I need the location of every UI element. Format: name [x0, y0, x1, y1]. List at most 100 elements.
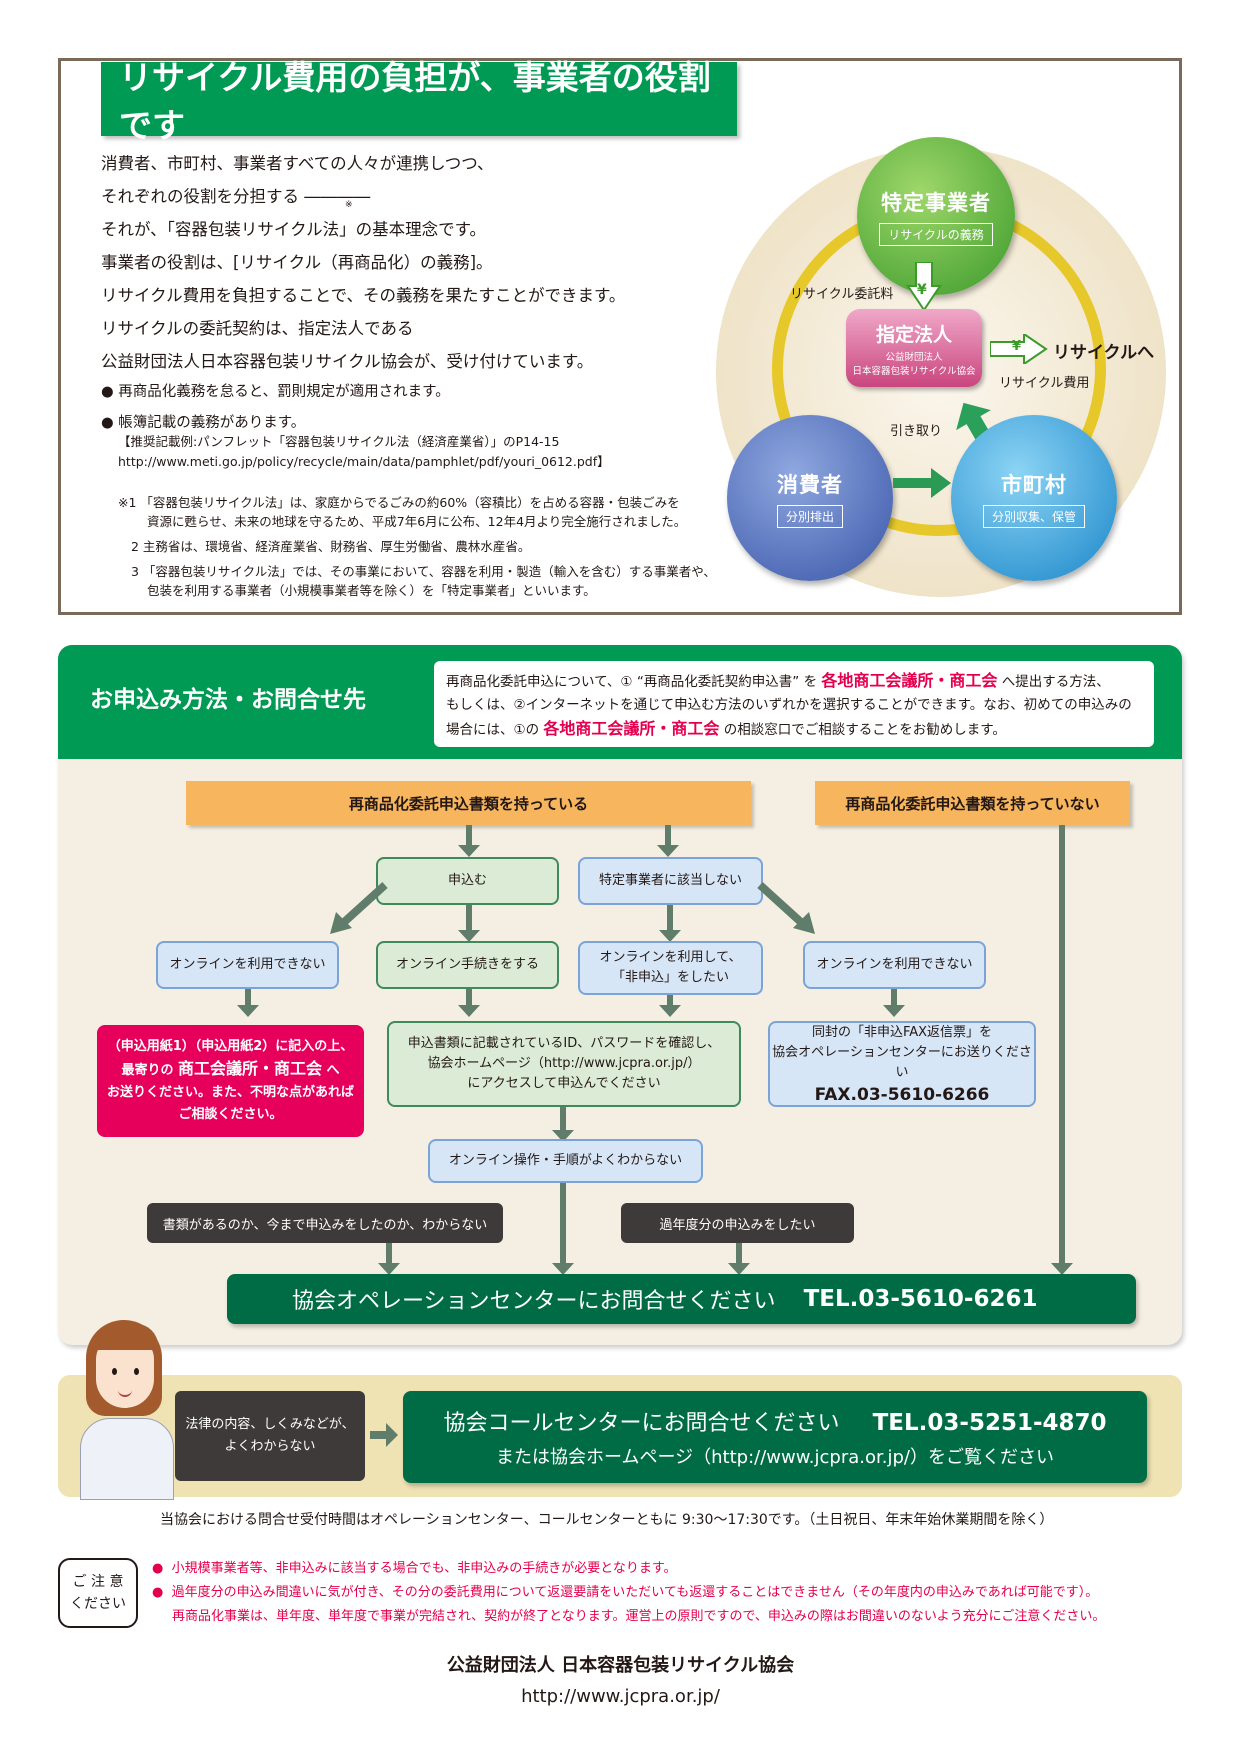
person-illustration	[80, 1318, 174, 1500]
intro-line: リサイクル費用を負担することで、その義務を果たすことができます。	[101, 286, 626, 305]
box-line: 協会ホームページ（http://www.jcpra.or.jp/）	[427, 1056, 701, 1071]
node-tag: リサイクルの義務	[879, 222, 993, 246]
box-line: お送りください。また、不明な点があれば	[106, 1085, 354, 1100]
call-text: 協会コールセンターにお問合せください	[443, 1411, 840, 1436]
consumer-node: 消費者 分別排出	[727, 415, 893, 581]
unknown-status-box: 書類があるのか、今まで申込みをしたのか、わからない	[147, 1203, 503, 1243]
flow-arrow	[237, 989, 259, 1017]
box-line: オンラインを利用して、	[599, 950, 742, 965]
paper-application-box: （申込用紙1）（申込用紙2）に記入の上、 最寄りの 商工会議所・商工会 へ お送…	[97, 1025, 364, 1137]
fee-label: リサイクル委託料	[790, 287, 894, 302]
flow-arrow	[458, 989, 480, 1017]
designated-corporation-node: 指定法人 公益財団法人 日本容器包装リサイクル協会	[846, 309, 982, 387]
specified-business-node: 特定事業者 リサイクルの義務	[857, 137, 1015, 295]
online-non-application-box: オンラインを利用して、 「非申込」をしたい	[578, 941, 763, 995]
call-phone[interactable]: TEL.03-5251-4870	[872, 1410, 1107, 1436]
flow-arrow	[659, 995, 681, 1017]
footnote-3b: 包装を利用する事業者（小規模事業者等を除く）を「特定事業者」といいます。	[147, 583, 596, 598]
online-unavailable-box: オンラインを利用できない	[156, 941, 339, 989]
panel-title: お申込み方法・お問合せ先	[90, 687, 366, 713]
caution-item: ● 小規模事業者等、非申込みに該当する場合でも、非申込みの手続きが必要となります…	[152, 1561, 677, 1576]
yen-icon: ¥	[917, 282, 927, 298]
homepage-link[interactable]: または協会ホームページ（http://www.jcpra.or.jp/）をご覧く…	[496, 1447, 1054, 1468]
footnote-2: 2 主務省は、環境省、経済産業省、財務省、厚生労働省、農林水産省。	[131, 539, 531, 554]
intro-line: リサイクルの委託契約は、指定法人である	[101, 319, 414, 338]
flow-arrow	[552, 1183, 574, 1275]
intro-line: それぞれの役割を分担する ――――	[101, 187, 371, 206]
intro-line-text: それが、「容器包装リサイクル法」の基本理念です。	[101, 220, 486, 239]
pickup-label: 引き取り	[890, 424, 943, 439]
box-line: よくわからない	[224, 1439, 316, 1454]
application-note: 再商品化委託申込について、① “再商品化委託契約申込書” を 各地商工会議所・商…	[434, 661, 1154, 747]
footnote-1b: 資源に甦らせ、未来の地球を守るため、平成7年6月に公布、12年4月より完全施行さ…	[147, 514, 687, 529]
yen-icon: ¥	[1012, 339, 1022, 354]
node-title: 市町村	[1001, 472, 1067, 497]
flow-arrow	[458, 825, 480, 857]
ledger-url: http://www.meti.go.jp/policy/recycle/mai…	[118, 454, 610, 469]
right-arrow-icon	[370, 1423, 398, 1447]
flow-arrow	[659, 905, 681, 942]
law-question-box: 法律の内容、しくみなどが、 よくわからない	[175, 1391, 365, 1481]
node-tag: 分別収集、保管	[982, 504, 1085, 528]
note-text: へ提出する方法、	[1001, 674, 1110, 690]
operation-center-bar: 協会オペレーションセンターにお問合せください TEL.03-5610-6261	[227, 1274, 1136, 1324]
fax-number: FAX.03-5610-6266	[814, 1085, 990, 1105]
office-hours: 当協会における問合せ受付時間はオペレーションセンター、コールセンターともに 9:…	[160, 1512, 1054, 1528]
note-text: もしくは、②インターネットを通じて申込む方法のいずれかを選択することができます。…	[446, 697, 1132, 713]
flow-arrow	[378, 1243, 400, 1275]
fax-box: 同封の「非申込FAX返信票」を 協会オペレーションセンターにお送りください FA…	[768, 1021, 1036, 1107]
node-title: 特定事業者	[881, 190, 991, 215]
right-arrow-icon	[893, 468, 951, 498]
box-line: 最寄りの 商工会議所・商工会 へ	[121, 1058, 339, 1082]
badge-line: ご 注 意	[72, 1574, 124, 1590]
box-line: 「非申込」をしたい	[611, 970, 729, 985]
box-text: 最寄りの	[121, 1063, 178, 1078]
online-unavailable-box-2: オンラインを利用できない	[803, 941, 986, 989]
chamber-highlight: 各地商工会議所・商工会	[543, 719, 720, 738]
op-text: 協会オペレーションセンターにお問合せください	[292, 1289, 776, 1314]
footer-url[interactable]: http://www.jcpra.or.jp/	[521, 1686, 720, 1707]
flow-arrow	[657, 825, 679, 857]
caution-badge: ご 注 意 ください	[58, 1558, 138, 1628]
chamber-highlight: 商工会議所・商工会	[177, 1059, 322, 1078]
footer-organization: 公益財団法人 日本容器包装リサイクル協会	[446, 1655, 795, 1676]
node-title: 指定法人	[875, 323, 952, 346]
diagonal-arrow-icon	[757, 882, 815, 934]
node-tag: 分別排出	[776, 504, 843, 528]
flow-arrow	[552, 1107, 574, 1142]
flow-arrow	[728, 1243, 750, 1275]
no-documents-box: 再商品化委託申込書類を持っていない	[815, 781, 1130, 825]
note-text: 再商品化委託申込について、① “再商品化委託契約申込書” を	[446, 674, 818, 690]
box-line: 法律の内容、しくみなどが、	[185, 1417, 355, 1432]
caution-item: 再商品化事業は、単年度、単年度で事業が完結され、契約が終了となります。運営上の原…	[172, 1609, 1106, 1624]
box-text: へ	[322, 1063, 340, 1078]
online-unclear-box: オンライン操作・手順がよくわからない	[428, 1139, 703, 1183]
note-text: の相談窓口でご相談することをお勧めします。	[723, 722, 1006, 738]
top-frame	[58, 58, 1182, 615]
intro-line: 公益財団法人日本容器包装リサイクル協会が、受け付けています。	[101, 352, 594, 371]
intro-line: それが、「容器包装リサイクル法」の基本理念です。	[101, 213, 661, 246]
page-title: リサイクル費用の負担が、事業者の役割です	[101, 58, 737, 145]
note-text: 場合には、①の	[446, 722, 540, 738]
node-title: 消費者	[777, 472, 843, 497]
municipality-node: 市町村 分別収集、保管	[951, 415, 1117, 581]
box-line: にアクセスして申込んでください	[467, 1076, 661, 1091]
caution-text: 過年度分の申込み間違いに気が付き、その分の委託費用について返還要請をいただいても…	[171, 1585, 1099, 1600]
caution-item: ● 過年度分の申込み間違いに気が付き、その分の委託費用について返還要請をいただい…	[152, 1585, 1099, 1600]
caution-text: 小規模事業者等、非申込みに該当する場合でも、非申込みの手続きが必要となります。	[171, 1561, 677, 1576]
box-line: ご相談ください。	[178, 1107, 283, 1122]
footnote-3: 3 「容器包装リサイクル法」では、その事業において、容器を利用・製造（輸入を含む…	[131, 564, 716, 579]
online-credentials-box: 申込書類に記載されているID、パスワードを確認し、 協会ホームページ（http:…	[387, 1021, 741, 1107]
have-documents-box: 再商品化委託申込書類を持っている	[186, 781, 751, 825]
node-sub: 公益財団法人	[885, 351, 943, 363]
call-center-box: 協会コールセンターにお問合せください TEL.03-5251-4870 または協…	[403, 1391, 1147, 1483]
bullet-penalty: ● 再商品化義務を怠ると、罰則規定が適用されます。	[101, 384, 450, 400]
node-sub: 日本容器包装リサイクル協会	[852, 365, 976, 377]
op-phone[interactable]: TEL.03-5610-6261	[803, 1286, 1038, 1312]
right-arrow-icon	[990, 334, 1048, 364]
box-line: 協会オペレーションセンターにお送りください	[772, 1045, 1032, 1080]
box-line: 申込書類に記載されているID、パスワードを確認し、	[407, 1036, 721, 1051]
past-year-box: 過年度分の申込みをしたい	[621, 1203, 854, 1243]
flow-arrow	[1051, 825, 1073, 1275]
intro-text: 消費者、市町村、事業者すべての人々が連携しつつ、 それぞれの役割を分担する ――…	[101, 147, 661, 378]
